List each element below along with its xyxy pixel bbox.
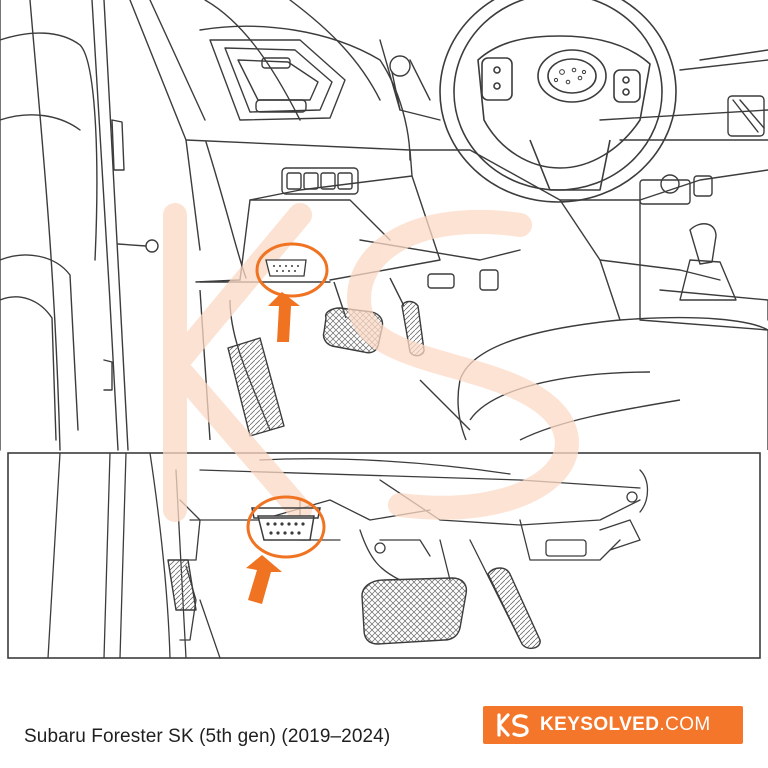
obd-highlight-circle — [255, 242, 329, 298]
arrow-up-icon — [268, 292, 300, 342]
obd-highlight-circle — [246, 495, 326, 559]
watermark-ks — [163, 203, 579, 522]
brand-name: KEYSOLVED.COM — [540, 714, 711, 736]
inset-detail-view — [7, 452, 761, 659]
brand-badge: KEYSOLVED.COM — [483, 706, 743, 744]
brand-tld: .COM — [659, 714, 711, 735]
brand-name-main: KEYSOLVED — [540, 714, 660, 735]
ks-logo-icon — [497, 713, 529, 737]
obd-port-icon — [265, 259, 307, 277]
arrow-up-icon — [246, 555, 282, 604]
cabin-overview — [0, 0, 768, 451]
steering-wheel-icon — [439, 0, 677, 203]
vehicle-caption: Subaru Forester SK (5th gen) (2019–2024) — [24, 726, 391, 747]
obd-port-icon — [251, 507, 321, 541]
pedal-icon — [167, 559, 541, 650]
